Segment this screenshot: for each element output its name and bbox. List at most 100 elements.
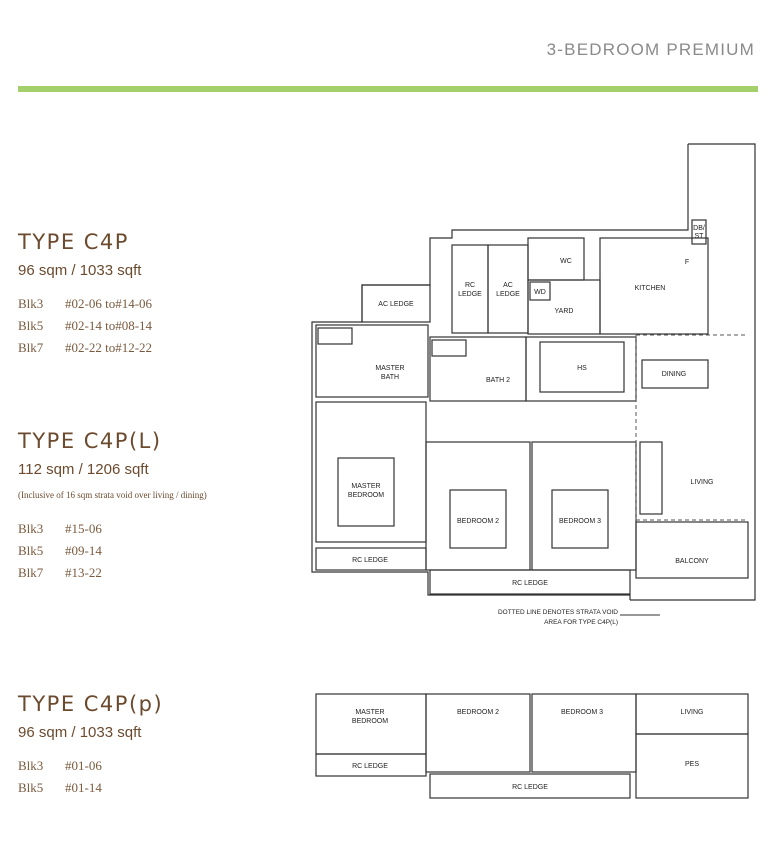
block-label: Blk5 [18, 780, 44, 795]
room-label-rc-ledge: RC [465, 282, 475, 289]
unit-range: #02-22 to#12-22 [65, 340, 153, 355]
room-label-living: LIVING [691, 479, 714, 486]
room-label-master-bedroom: MASTER [351, 483, 380, 490]
plan2-label-master-bedroom: BEDROOM [352, 718, 388, 725]
room-label-master-bedroom: BEDROOM [348, 492, 384, 499]
floor-plan-partial: MASTER BEDROOM BEDROOM 2 BEDROOM 3 LIVIN… [315, 693, 749, 799]
unit-type-title: TYPE C4P(L) [18, 429, 162, 453]
living-sofa [639, 441, 663, 515]
balcony-box [635, 521, 749, 579]
block-label: Blk5 [18, 543, 44, 558]
unit-range: #15-06 [65, 521, 102, 536]
unit-row: Blk3 #01-06 [18, 758, 102, 780]
room-label-rc-ledge-bottom: RC LEDGE [512, 580, 548, 587]
ac-ledge-box [361, 284, 431, 323]
unit-row: Blk5#01-14 [18, 780, 102, 802]
master-bedroom-box [315, 401, 427, 543]
hs-area [525, 336, 637, 402]
room-label-dining: DINING [662, 371, 687, 378]
plan2-rc-ledge-left-box [315, 753, 427, 777]
unit-type-title: TYPE C4P [18, 230, 129, 254]
yard-box [527, 279, 601, 335]
unit-area: 96 sqm / 1033 sqft [18, 262, 142, 279]
plan2-label-bedroom-3: BEDROOM 3 [561, 709, 603, 716]
ac-ledge-2-box [487, 244, 529, 334]
bath-2-box [429, 336, 527, 402]
unit-row: Blk5#09-14 [18, 543, 102, 565]
room-label-master-bath: MASTER [375, 365, 404, 372]
unit-area: 96 sqm / 1033 sqft [18, 724, 142, 741]
unit-row: Blk7 #13-22 [18, 565, 102, 587]
master-bath-box [315, 324, 429, 398]
header-divider [18, 86, 758, 92]
shower-box [431, 339, 467, 357]
room-label-bedroom-3: BEDROOM 3 [559, 518, 601, 525]
strata-void-note: DOTTED LINE DENOTES STRATA VOID [498, 609, 618, 616]
strata-void-note: AREA FOR TYPE C4P(L) [544, 619, 618, 626]
plan2-rc-ledge-bottom-box [429, 773, 631, 799]
bedroom-3-box [531, 441, 637, 571]
rc-ledge-top-box [451, 244, 489, 334]
bedroom-2-bed [449, 489, 507, 549]
rc-ledge-left-box [315, 547, 427, 571]
room-label-ac-ledge: AC [503, 282, 513, 289]
shower-box [317, 327, 353, 345]
room-label-ac-ledge: LEDGE [496, 291, 520, 298]
unit-range: #01-06 [65, 758, 102, 773]
unit-area: 112 sqm / 1206 sqft [18, 461, 149, 478]
unit-range: #13-22 [65, 565, 102, 580]
room-label-bath-2: BATH 2 [486, 377, 510, 384]
hs-box [539, 341, 625, 393]
dining-table [641, 359, 709, 389]
unit-row: Blk5 #02-14 to#08-14 [18, 318, 152, 340]
block-label: Blk3 [18, 521, 44, 536]
room-label-db-st: ST [695, 233, 705, 240]
plan2-bedroom-3-box [531, 693, 637, 773]
room-label-yard: YARD [555, 308, 574, 315]
plan2-label-rc-ledge-left: RC LEDGE [352, 763, 388, 770]
room-label-db-st: DB/ [693, 225, 705, 232]
block-label: Blk3 [18, 296, 44, 311]
unit-block-list: Blk3 #01-06 Blk5#01-14 [18, 758, 102, 802]
room-label-fridge: F [685, 259, 689, 266]
plan-wall [311, 144, 689, 600]
master-bed [337, 457, 395, 527]
plan2-label-rc-ledge-bottom: RC LEDGE [512, 784, 548, 791]
rc-ledge-bottom-box [429, 569, 631, 595]
plan2-label-living: LIVING [681, 709, 704, 716]
room-label-wc: WC [560, 258, 572, 265]
plan2-label-pes: PES [685, 761, 699, 768]
unit-row: Blk3 #02-06 to#14-06 [18, 296, 152, 318]
room-label-master-bath: BATH [381, 374, 399, 381]
room-label-ac-ledge: AC LEDGE [378, 301, 414, 308]
room-label-bedroom-2: BEDROOM 2 [457, 518, 499, 525]
room-label-kitchen: KITCHEN [635, 285, 666, 292]
plan-wall [630, 143, 756, 601]
room-label-hs: HS [577, 365, 587, 372]
room-label-wd: WD [534, 289, 546, 296]
bedroom-3-bed [551, 489, 609, 549]
block-label: Blk5 [18, 318, 44, 333]
unit-area-note: (Inclusive of 16 sqm strata void over li… [18, 490, 207, 500]
page-header-title: 3-BEDROOM PREMIUM [546, 40, 755, 59]
wd-box [529, 281, 551, 301]
db-st-box [691, 219, 707, 245]
unit-block-list: Blk3#02-06 to#14-06 Blk5#02-14 to#08-14 … [18, 296, 152, 362]
plan2-label-bedroom-2: BEDROOM 2 [457, 709, 499, 716]
block-label: Blk7 [18, 565, 44, 580]
unit-range: #02-14 to#08-14 [65, 318, 153, 333]
block-label: Blk3 [18, 758, 44, 773]
floor-plan: AC LEDGE RC LEDGE AC LEDGE WC WD YARD KI… [311, 143, 756, 626]
unit-block-list: Blk3 #15-06 Blk5#09-14 Blk7 #13-22 [18, 521, 102, 587]
plan2-label-master-bedroom: MASTER [355, 709, 384, 716]
room-label-rc-ledge-left: RC LEDGE [352, 557, 388, 564]
room-label-balcony: BALCONY [675, 558, 709, 565]
block-label: Blk7 [18, 340, 44, 355]
plan2-pes-box [635, 733, 749, 799]
unit-row: Blk3 #15-06 [18, 521, 102, 543]
room-label-rc-ledge: LEDGE [458, 291, 482, 298]
plan2-bedroom-2-box [425, 693, 531, 773]
wc-box [527, 237, 585, 281]
unit-range: #02-06 to#14-06 [65, 296, 153, 311]
bedroom-2-box [425, 441, 531, 571]
